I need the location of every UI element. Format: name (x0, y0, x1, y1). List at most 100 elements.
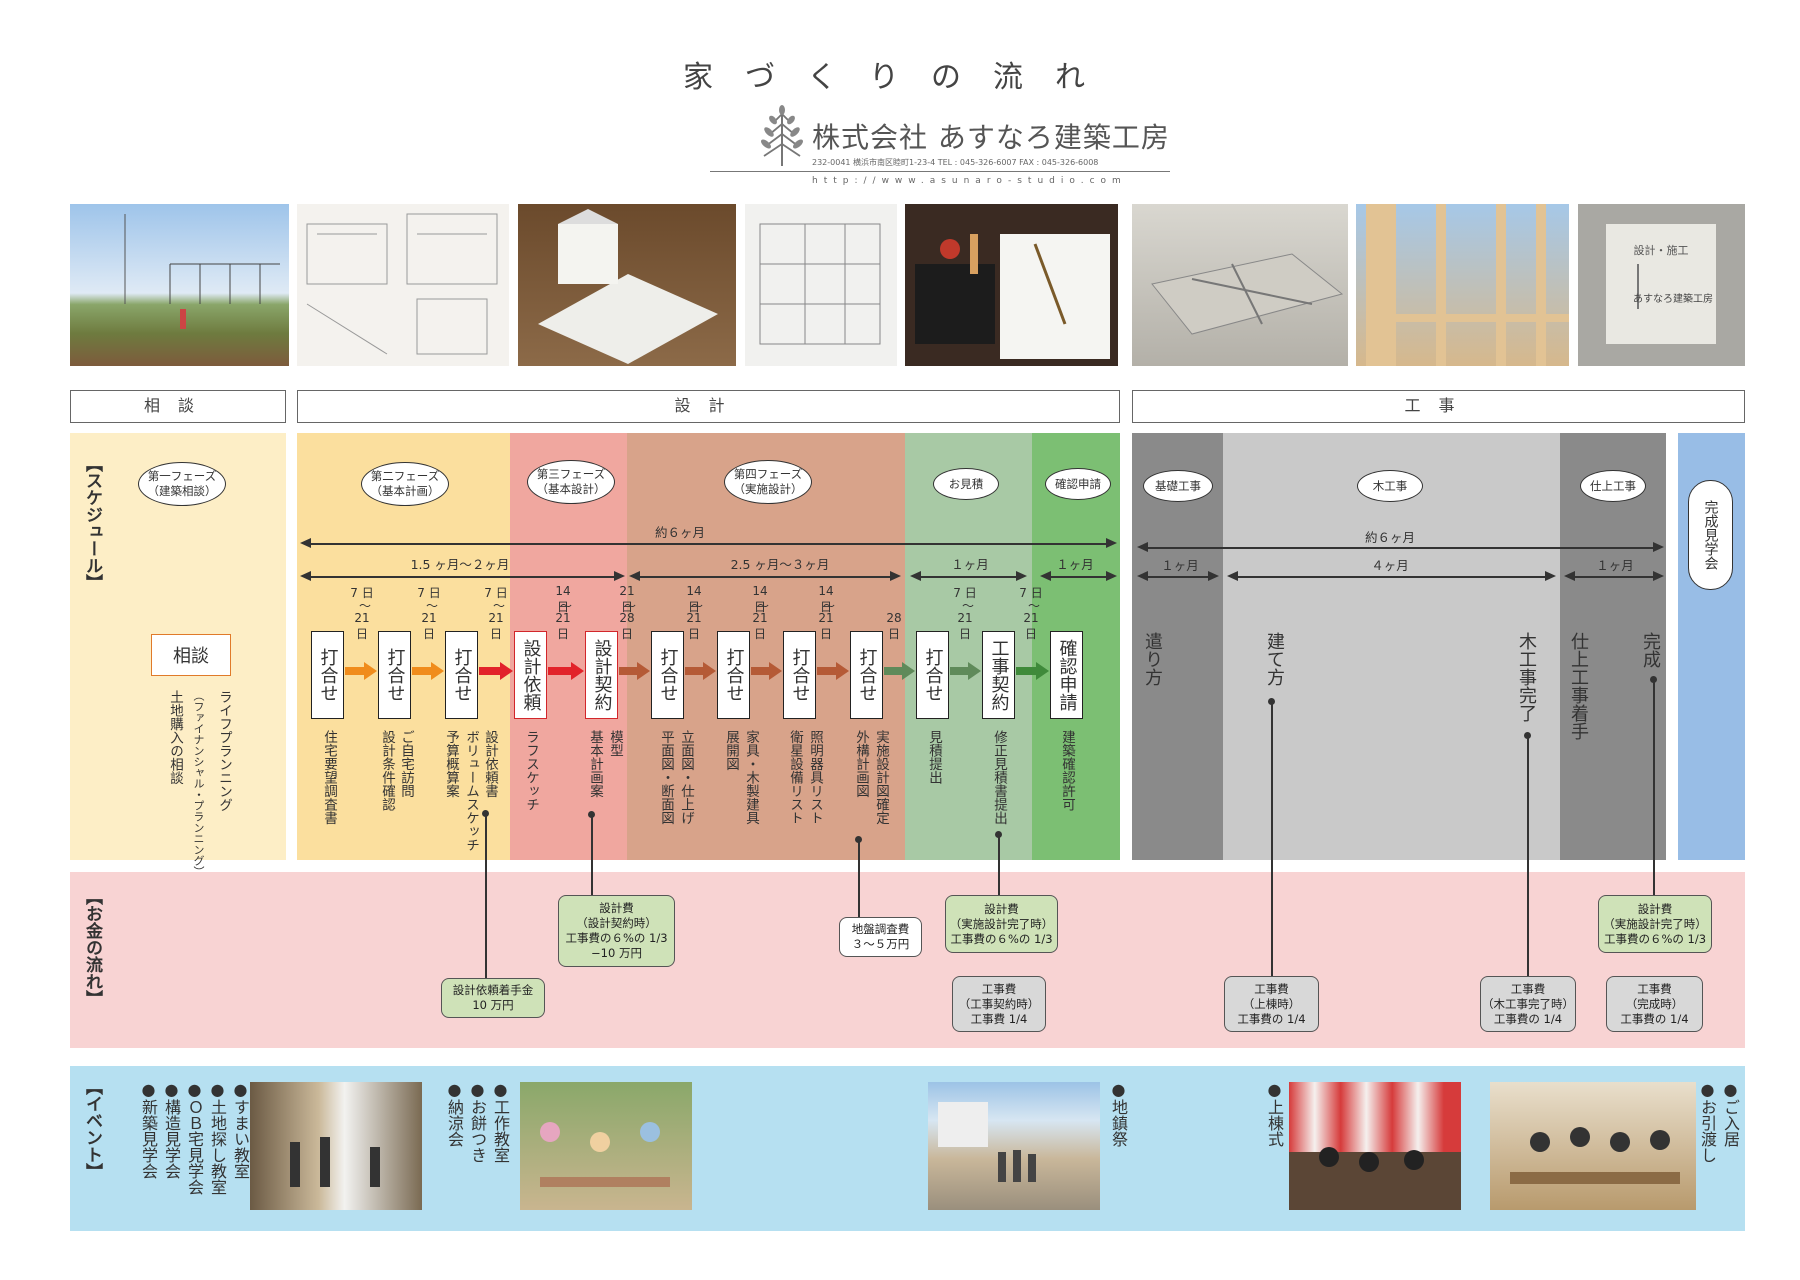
connector-line (1653, 680, 1655, 895)
connector-line (1271, 702, 1273, 976)
connector-dot (855, 836, 862, 843)
drawings-photo (745, 204, 897, 366)
plan-line (308, 576, 616, 578)
money-panel (70, 872, 1745, 1048)
framing-photo (1356, 204, 1569, 366)
meeting-2-desc-a: ご自宅訪問 (398, 730, 414, 798)
connector-dot (1650, 676, 1657, 683)
event-item: ●すまい教室 (231, 1080, 250, 1179)
plans-photo (297, 204, 509, 366)
design-fee-2-title: 設計費 (984, 901, 1019, 916)
arrow-right-icon (1106, 571, 1117, 581)
consult-step-box: 相談 (151, 634, 231, 676)
phase3-subtitle: （基本設計） (536, 482, 606, 496)
consult-desc-3: 土地購入の相談 (167, 690, 183, 785)
construction-fee-1-when: （工事契約時） (958, 996, 1040, 1011)
phase1-title: 第一フェーズ (147, 469, 217, 483)
meeting-3-desc-c: 設計依頼書 (482, 730, 498, 798)
day-label: 14 日 (686, 584, 702, 614)
events-heading: 【イベント】 (82, 1078, 102, 1180)
event-item: ●お引渡し (1698, 1080, 1717, 1163)
carpentry-panel (1223, 433, 1560, 860)
day-tilde: 〜 (961, 599, 974, 613)
arrow-left-icon (1040, 571, 1051, 581)
application-desc: 建築確認許可 (1059, 730, 1075, 811)
event-photo-1 (250, 1082, 422, 1210)
finish-line (1572, 576, 1655, 578)
day-tilde: 〜 (756, 599, 769, 613)
day-label: 28 日 (886, 611, 902, 641)
day-label: 21 日 (354, 611, 370, 641)
day-label: 21 日 (619, 584, 635, 614)
construction-fee-1-amount: 工事費 1/4 (970, 1011, 1028, 1026)
meeting-8-desc: 見積提出 (926, 730, 942, 784)
meeting-6-box: 打合せ (783, 631, 816, 719)
construction-fee-3-box: 工事費（木工事完了時）工事費の 1/4 (1480, 976, 1576, 1032)
design-total-duration: 約６ヶ月 (654, 525, 705, 540)
arrow-left-icon (1227, 571, 1238, 581)
arrow-right-icon (1545, 571, 1556, 581)
construction-fee-3-title: 工事費 (1510, 981, 1546, 996)
estimate-oval: お見積 (933, 468, 999, 500)
confirm-line (1048, 576, 1108, 578)
event-item: ●新築見学会 (139, 1080, 158, 1179)
construction-fee-2-title: 工事費 (1254, 981, 1289, 996)
meeting-8-label: 打合せ (922, 648, 944, 702)
event-photo-4 (1289, 1082, 1461, 1210)
meeting-6-desc-a: 照明器具リスト (807, 730, 823, 825)
day-label: 7 日 (484, 586, 508, 600)
estimate-line (918, 576, 1018, 578)
day-tilde: 〜 (358, 599, 371, 613)
company-address: 232-0041 横浜市南区睦町1-23-4 TEL : 045-326-600… (812, 158, 1099, 167)
carpentry-line (1235, 576, 1547, 578)
carpentry-label: 木工事 (1372, 478, 1408, 493)
deposit-title: 設計依頼着手金 (452, 983, 534, 997)
design-fee-1-deduction: −10 万円 (591, 946, 642, 960)
phase2-oval: 第二フェーズ（基本計画） (361, 462, 449, 506)
arrow-right-icon (1208, 571, 1219, 581)
model-photo (518, 204, 736, 366)
construction-fee-4-box: 工事費（完成時）工事費の 1/4 (1606, 976, 1703, 1032)
arrow-right-icon (890, 571, 901, 581)
phase1-oval: 第一フェーズ（建築相談） (138, 462, 226, 506)
meeting-1-label: 打合せ (317, 648, 339, 702)
connector-dot (588, 811, 595, 818)
openhouse-label: 完成見学会 (1702, 500, 1719, 570)
meeting-1-desc: 住宅要望調査書 (321, 730, 337, 825)
foundation-duration: １ヶ月 (1161, 558, 1199, 573)
estimate-label: お見積 (948, 476, 984, 491)
design-request-box: 設計依頼 (514, 631, 547, 719)
category-construction: 工事 (1132, 390, 1745, 423)
phase2-title: 第二フェーズ (370, 469, 440, 483)
meeting-5-desc-a: 家具・木製建具 (743, 730, 759, 825)
header-divider (710, 171, 1170, 172)
finish-panel (1560, 433, 1666, 860)
arrow-left-icon (1564, 571, 1575, 581)
day-tilde: 〜 (623, 599, 636, 613)
application-label: 確認申請 (1056, 639, 1078, 711)
detail-duration: 2.5 ヶ月〜３ヶ月 (730, 557, 830, 572)
connector-line (485, 814, 487, 980)
day-tilde: 〜 (1027, 599, 1040, 613)
design-contract-label: 設計契約 (591, 639, 613, 711)
event-item: ●お餅つき (468, 1080, 487, 1163)
day-label: 21 日 (488, 611, 504, 641)
events-group-1: ●すまい教室 ●土地探し教室 ●ＯＢ宅見学会 ●構造見学会 ●新築見学会 (120, 1080, 250, 1195)
phase3-title: 第三フェーズ (536, 467, 606, 481)
build-total-duration: 約６ヶ月 (1364, 530, 1415, 545)
event-photo-2 (520, 1082, 692, 1210)
meeting-2-label: 打合せ (384, 648, 406, 702)
construction-fee-4-when: （完成時） (1625, 996, 1684, 1011)
connector-dot (995, 831, 1002, 838)
connector-line (1527, 736, 1529, 976)
contract-desc-b: 基本計画案 (587, 730, 603, 798)
carpentry-duration: ４ヶ月 (1371, 558, 1409, 573)
site-photo (70, 204, 289, 366)
detail-line (637, 576, 892, 578)
design-fee-1-title: 設計費 (599, 901, 634, 915)
day-label: 14 日 (555, 584, 571, 614)
event-item: ●ＯＢ宅見学会 (185, 1080, 204, 1195)
sign-photo: 設計・施工あすなろ建築工房 (1578, 204, 1745, 366)
